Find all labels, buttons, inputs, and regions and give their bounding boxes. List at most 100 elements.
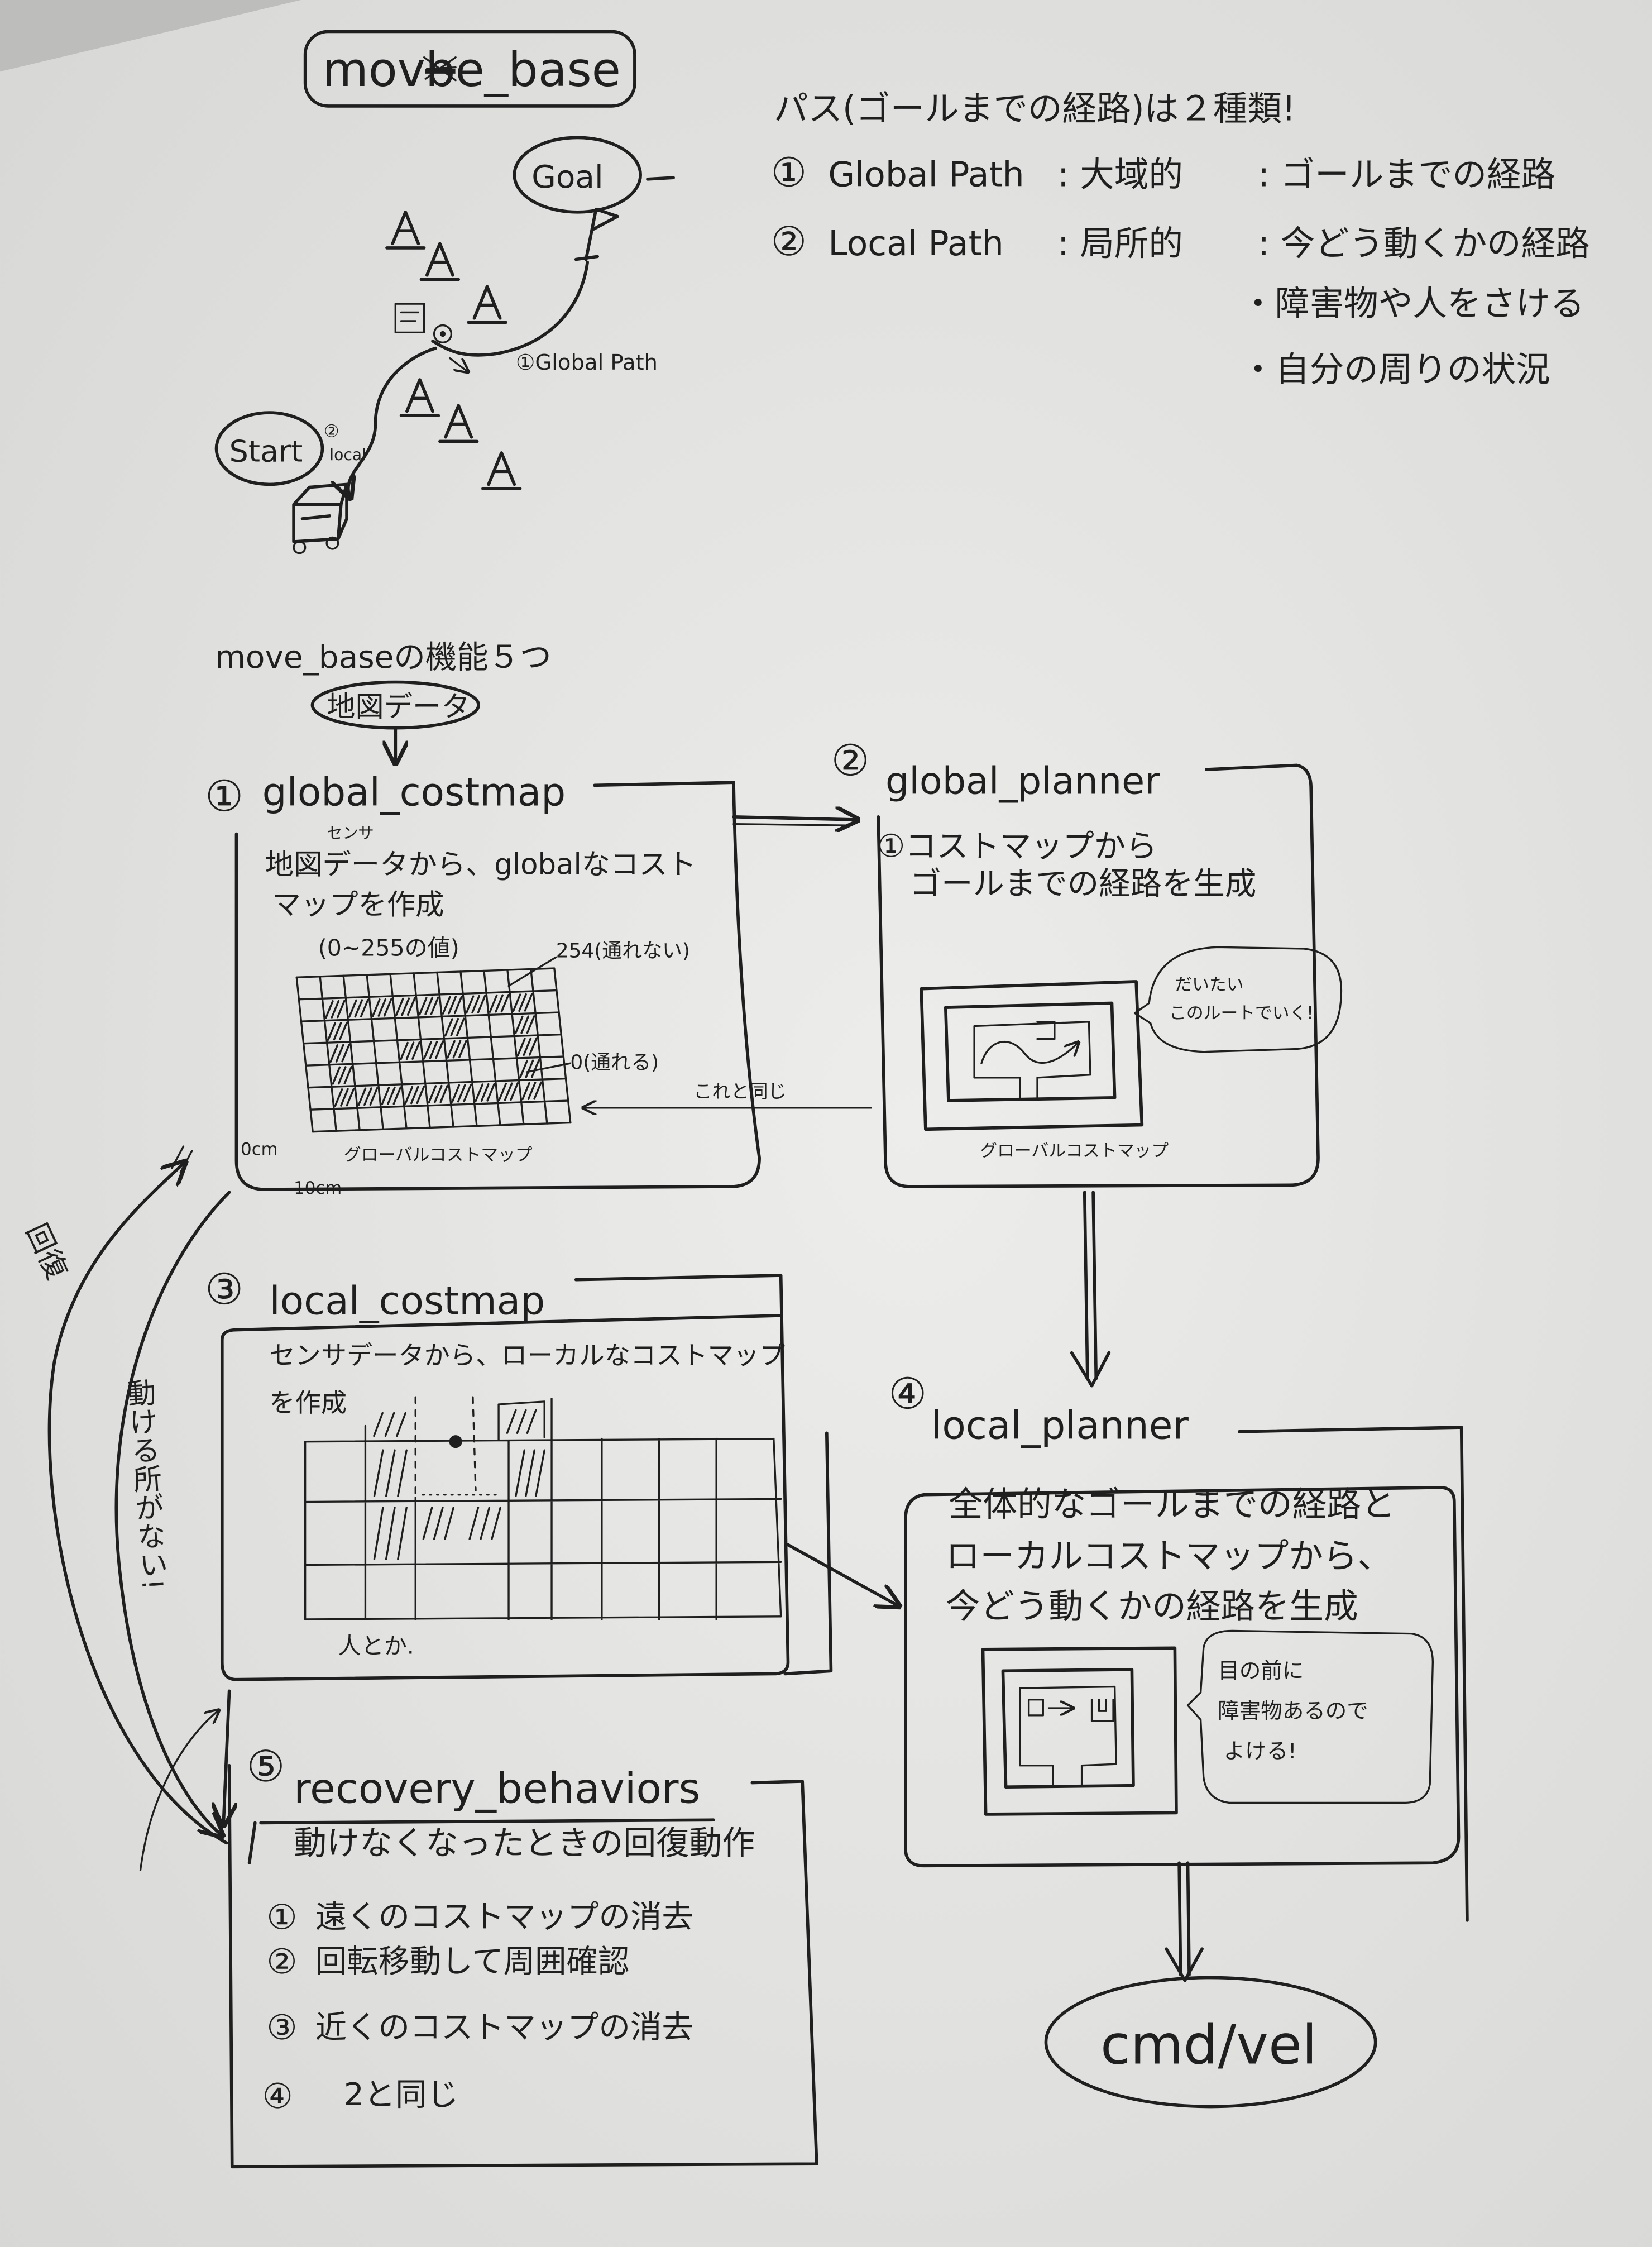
- speech-bubble: [1186, 1629, 1434, 1804]
- hatch-stroke: [373, 1412, 406, 1437]
- box-description: マップを作成: [272, 888, 444, 921]
- box-outline: [904, 1486, 1461, 1868]
- grid-line: [312, 1121, 572, 1133]
- hatch-stroke: [418, 996, 439, 1016]
- arrow-recover-to-global-costmap: [47, 1164, 228, 1845]
- hatch-stroke: [451, 1083, 472, 1103]
- grid-caption: グローバルコストマップ: [344, 1145, 533, 1165]
- grid-line: [366, 974, 384, 1130]
- box-description: 今どう動くかの経路を生成: [946, 1586, 1358, 1626]
- local-path-desc: : 今どう動くかの経路: [1258, 223, 1590, 264]
- grid-line: [483, 969, 501, 1126]
- flag-icon: [574, 207, 619, 261]
- grid-line: [436, 971, 454, 1128]
- bullet-item: ・障害物や人をさける: [1241, 284, 1584, 324]
- box-outline: [247, 1818, 715, 1865]
- note-number: ①: [771, 149, 807, 196]
- local-path-term: Local Path: [828, 223, 1003, 264]
- global-costmap-box: ① global_costmap センサ 地図データから、globalなコスト …: [205, 770, 761, 1198]
- hatch-stroke: [442, 996, 463, 1015]
- box-outline: [220, 1274, 790, 1681]
- box-description: ローカルコストマップから、: [946, 1536, 1392, 1576]
- hatch-stroke: [357, 1087, 379, 1106]
- grid-line: [295, 976, 314, 1133]
- global-path-arrow: [449, 357, 467, 371]
- box-number: ②: [831, 736, 869, 786]
- box-title: recovery_behaviors: [294, 1764, 700, 1813]
- grid-line: [530, 968, 548, 1125]
- hatch-stroke: [512, 993, 533, 1012]
- box-description: を作成: [269, 1388, 347, 1418]
- recovery-behaviors-box: ⑤ recovery_behaviors 動けなくなったときの回復動作 ① 遠く…: [227, 1742, 818, 2169]
- box-outline: [783, 1431, 833, 1676]
- robot-icon: [394, 303, 453, 344]
- same-map-note: これと同じ: [693, 1081, 787, 1102]
- step-text: 回転移動して周囲確認: [315, 1943, 630, 1980]
- box-number: ①: [205, 772, 243, 822]
- hatch-stroke: [465, 995, 486, 1014]
- box-number: ⑤: [246, 1742, 285, 1792]
- hatch-stroke: [381, 1086, 402, 1106]
- step-number: ②: [266, 1942, 297, 1982]
- global-map-sketch: [920, 980, 1144, 1131]
- arrow-local-costmap-to-planner: [786, 1543, 897, 1605]
- local-costmap-box: ③ local_costmap センサデータから、ローカルなコストマップ を作成…: [205, 1265, 833, 1681]
- hatch-stroke: [514, 1015, 535, 1034]
- cost-range-note: (0~255の値): [318, 935, 459, 962]
- cmd-vel-oval: [1044, 1976, 1377, 2109]
- step-text: 近くのコストマップの消去: [315, 2009, 693, 2045]
- hatch-stroke: [519, 1059, 540, 1078]
- box-title: local_costmap: [269, 1279, 545, 1323]
- global-path-curve: [431, 260, 590, 357]
- bubble-text: 目の前に: [1218, 1658, 1304, 1684]
- arrow-global-to-local-planner: [1070, 1191, 1111, 1388]
- path-sketch: Goal ①Global Path Start ② local: [214, 136, 676, 554]
- cost-254-label: 254(通れない): [556, 939, 690, 962]
- leader-line: [526, 1062, 572, 1073]
- arrow-mark: [171, 1145, 193, 1173]
- step-text: 遠くのコストマップの消去: [315, 1899, 693, 1935]
- local-path-kind: : 局所的: [1057, 223, 1183, 264]
- grid-line: [302, 1033, 562, 1045]
- local-planner-box: ④ local_planner 全体的なゴールまでの経路と ローカルコストマップ…: [888, 1370, 1469, 1922]
- hatch-stroke: [468, 1507, 501, 1540]
- local-path-number: ②: [324, 422, 339, 442]
- grid-line: [553, 967, 572, 1124]
- hatch-stroke: [489, 994, 510, 1013]
- obstacle-icon: [1090, 1698, 1114, 1722]
- route-arrow: [980, 1042, 1078, 1064]
- box-outline: [227, 1763, 818, 2169]
- arrow-stuck-to-recovery: [114, 1191, 231, 1834]
- local-path-curve: [348, 346, 437, 496]
- box-number: ③: [205, 1265, 243, 1314]
- hatch-stroke: [423, 1040, 444, 1060]
- global-path-desc: : ゴールまでの経路: [1258, 155, 1555, 195]
- grid-line: [309, 1099, 569, 1111]
- functions-heading: move_baseの機能５つ: [215, 639, 552, 676]
- box-title: local_planner: [931, 1404, 1189, 1448]
- step-number: ①: [266, 1897, 297, 1937]
- hatch-stroke: [428, 1084, 449, 1104]
- step-number: ③: [266, 2007, 297, 2048]
- sensor-note: センサ: [327, 824, 374, 842]
- hatch-stroke: [373, 1449, 408, 1497]
- global-path-term: Global Path: [828, 155, 1024, 195]
- arrow-to-cmd-vel: [1165, 1861, 1204, 1982]
- box-description: 地図データから、globalなコスト: [265, 848, 696, 881]
- bubble-text: だいたい: [1175, 974, 1243, 995]
- people-note: 人とか.: [338, 1633, 414, 1660]
- grid-line: [307, 1077, 567, 1089]
- step-number: ④: [262, 2076, 293, 2116]
- hatch-stroke: [498, 1082, 519, 1101]
- hatch-stroke: [444, 1017, 465, 1037]
- bullet-item: ・自分の周りの状況: [1241, 350, 1550, 390]
- hatch-stroke: [327, 1021, 348, 1041]
- grid-line: [389, 973, 408, 1130]
- box-description: ゴールまでの経路を生成: [910, 866, 1257, 902]
- note-number: ②: [771, 218, 807, 265]
- box-outline: [234, 781, 761, 1191]
- title-box: [303, 30, 636, 108]
- box-title: global_costmap: [262, 770, 566, 815]
- hatch-stroke: [332, 1065, 353, 1085]
